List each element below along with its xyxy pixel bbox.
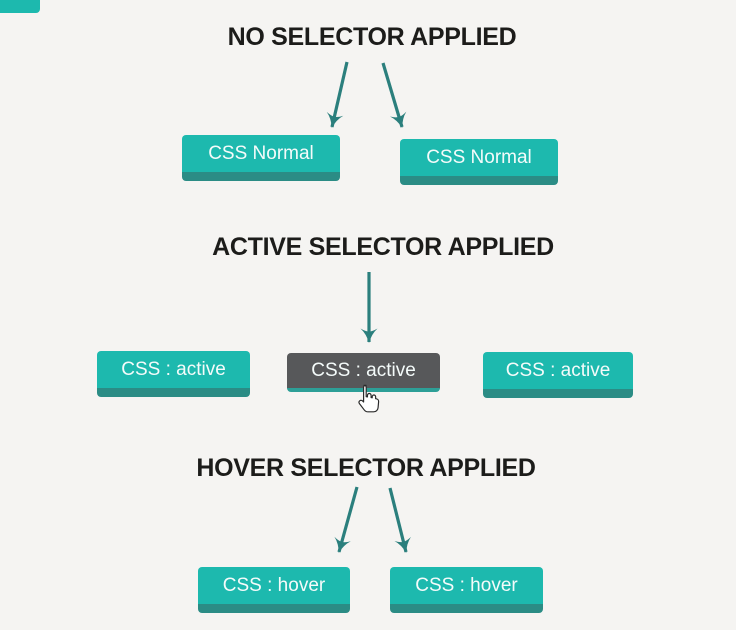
arrow-down-icon bbox=[388, 487, 411, 553]
button-label: CSS : active bbox=[505, 359, 611, 381]
arrow-down-icon bbox=[334, 486, 359, 553]
css-hover-button-right[interactable]: CSS : hover bbox=[390, 567, 543, 613]
css-active-button-left[interactable]: CSS : active bbox=[97, 351, 250, 397]
button-label: CSS : active bbox=[121, 358, 226, 380]
css-hover-button-left[interactable]: CSS : hover bbox=[198, 567, 350, 613]
section-title-no-selector: NO SELECTOR APPLIED bbox=[227, 23, 517, 51]
section-title-active-selector: ACTIVE SELECTOR APPLIED bbox=[212, 233, 554, 261]
css-normal-button-right[interactable]: CSS Normal bbox=[400, 139, 558, 185]
button-label: CSS : hover bbox=[222, 574, 326, 596]
arrow-down-icon bbox=[381, 62, 407, 128]
button-label: CSS : active bbox=[311, 359, 416, 381]
corner-accent-bar bbox=[0, 0, 40, 13]
css-active-button-pressed[interactable]: CSS : active bbox=[287, 353, 440, 392]
css-active-button-right[interactable]: CSS : active bbox=[483, 352, 633, 398]
section-title-hover-selector: HOVER SELECTOR APPLIED bbox=[196, 454, 536, 482]
button-label: CSS : hover bbox=[415, 574, 518, 596]
button-label: CSS Normal bbox=[426, 146, 532, 168]
arrow-down-icon bbox=[326, 61, 349, 128]
button-label: CSS Normal bbox=[208, 142, 314, 164]
css-normal-button-left[interactable]: CSS Normal bbox=[182, 135, 340, 181]
